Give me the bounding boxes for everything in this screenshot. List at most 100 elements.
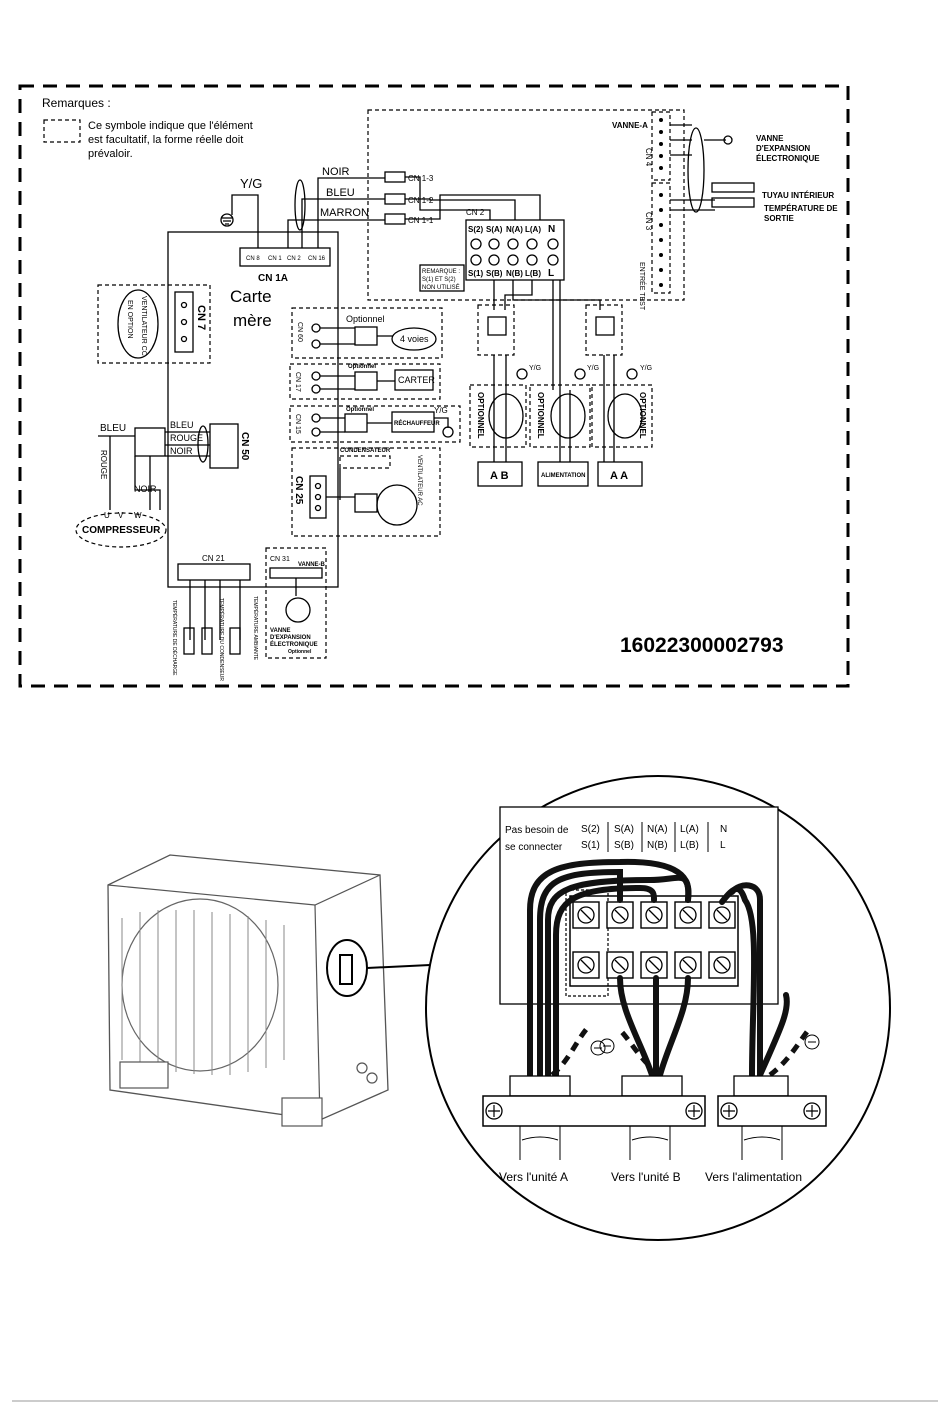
connector-label: CN 3 [644, 212, 653, 231]
remarque-label: NON UTILISÉ [422, 284, 460, 291]
connector-label: CN 2 [466, 208, 485, 217]
vanne-expansion-label: ÉLECTRONIQUE [756, 154, 820, 163]
wire-label-vertical: ROUGE [99, 450, 108, 479]
ground-icon [516, 368, 528, 380]
remarque-label: REMARQUE : [422, 269, 460, 275]
wire-label-noir: NOIR [322, 166, 350, 178]
remarque-label: S(1) ET S(2) [422, 277, 456, 283]
rechauffeur-label: RÉCHAUFFEUR [394, 419, 440, 427]
terminal-label: A A [610, 470, 628, 482]
plate-labels-top: S(2) S(A) N(A) L(A) N [581, 824, 727, 835]
sensor-label: TEMPÉRATURE AMBIANTE [252, 596, 259, 661]
wire-label: NOIR [170, 446, 193, 456]
optional-region-rechauffeur [289, 405, 461, 443]
cn1a-pins: CN 8 CN 1 CN 2 CN 16 [246, 256, 326, 262]
four-way-label: 4 voies [400, 334, 429, 344]
connector-label: CN 17 [294, 372, 301, 392]
terminal-label: N(B) [506, 269, 523, 278]
no-connect-label: Pas besoin de [505, 825, 569, 836]
terminal-block-cn2 [465, 219, 565, 281]
valve-port [356, 1062, 368, 1074]
cable-clamps [482, 1075, 827, 1160]
vanne-a-label: VANNE-A [612, 121, 648, 130]
compressor-wire-label: BLEU [100, 423, 126, 434]
terminal-labels-bottom: S(1) S(B) N(B) L(B) L [468, 268, 554, 279]
dc-fan-icon [117, 289, 159, 359]
optional-label: Optionnel [288, 649, 312, 655]
wiring-diagram: Remarques : Ce symbole indique que l'élé… [18, 84, 850, 688]
temp-sortie-label: TEMPÉRATURE DE [764, 204, 838, 213]
optional-region-4voies [291, 307, 443, 359]
mainboard-label: Carte [230, 287, 272, 306]
terminal-label: L(A) [525, 225, 541, 234]
ac-fan-icon [376, 484, 418, 526]
optional-relay-a [477, 304, 515, 356]
magnified-view [425, 775, 891, 1241]
phase-label: U [104, 511, 110, 520]
yg-label: Y/G [240, 176, 262, 191]
vanne-b-optional-region [265, 547, 327, 659]
vanne-expansion-label: VANNE [756, 134, 784, 143]
yg-label: Y/G [434, 406, 448, 415]
terminal-label: S(A) [486, 225, 503, 234]
dc-fan-label: VENTILATEUR CC [140, 296, 147, 356]
sensor-probe [201, 627, 213, 655]
screw-icon [577, 906, 731, 974]
terminal-labels-top: S(2) S(A) N(A) L(A) N [468, 224, 555, 235]
optional-region-carter [289, 363, 441, 400]
remarks-text: prévaloir. [88, 148, 133, 160]
valve-icon [723, 135, 733, 145]
entree-test-label: ENTRÉE TEST [638, 262, 647, 311]
part-number: 16022300002793 [620, 634, 784, 657]
vanne-b-label: ÉLECTRONIQUE [270, 640, 318, 648]
mainboard [167, 231, 339, 588]
remarks-text: Ce symbole indique que l'élément [88, 120, 253, 132]
optional-label: Optionnel [346, 314, 385, 324]
ac-fan-label: VENTILATEUR AC [416, 455, 422, 506]
optional-gland-aa [591, 384, 653, 448]
sensor-probe [711, 197, 755, 208]
terminal-label: L [548, 268, 554, 279]
destination-label-unit-a: Vers l'unité A [499, 1170, 568, 1184]
wire-label: NOIR [134, 484, 157, 494]
optional-label: Optionnel [348, 364, 376, 370]
pin-label: CN 16 [308, 256, 326, 262]
connector-label: CN 7 [195, 305, 207, 330]
carter-label: CARTER [398, 375, 435, 385]
valve-port [366, 1072, 378, 1084]
remarks-title: Remarques : [42, 96, 111, 110]
terminal-label: N(A) [647, 824, 668, 835]
optional-gland-ab [469, 384, 527, 448]
vanne-expansion-label: D'EXPANSION [756, 144, 810, 153]
optional-label: OPTIONNEL [476, 392, 485, 439]
compressor-label: COMPRESSEUR [82, 525, 161, 536]
connector-cn50 [209, 423, 239, 469]
connector-cn3 [651, 182, 671, 294]
wire-label: BLEU [170, 420, 194, 430]
sensor-label: TEMPÉRATURE DE DÉCHARGE [171, 600, 178, 676]
ground-icon [220, 213, 234, 227]
terminal-label: S(B) [486, 269, 503, 278]
optional-label: OPTIONNEL [536, 392, 545, 439]
terminal-label: A B [490, 470, 509, 482]
terminal-label: S(A) [614, 824, 634, 835]
terminal-label: N(A) [506, 225, 523, 234]
ground-icon [590, 1034, 820, 1056]
sensor-probe [711, 182, 755, 193]
valve-icon [285, 597, 311, 623]
terminal-block [565, 889, 739, 997]
terminal-label: L [720, 840, 726, 851]
outdoor-unit-drawing [107, 854, 431, 1127]
terminal-label: S(2) [468, 225, 483, 234]
ac-fan-optional-region [291, 447, 441, 537]
vanne-b-label: VANNE-B [298, 562, 326, 568]
pin-label: CN 2 [287, 256, 301, 262]
wire-label-marron: MARRON [320, 207, 369, 219]
connector-label: CN 4 [644, 148, 653, 167]
no-connect-label: se connecter [505, 842, 563, 853]
terminal-power [537, 461, 589, 487]
optional-gland-power [529, 384, 591, 448]
unit-foot [281, 1097, 323, 1127]
terminal-label: L(B) [680, 840, 699, 851]
yg-label: Y/G [529, 365, 541, 372]
